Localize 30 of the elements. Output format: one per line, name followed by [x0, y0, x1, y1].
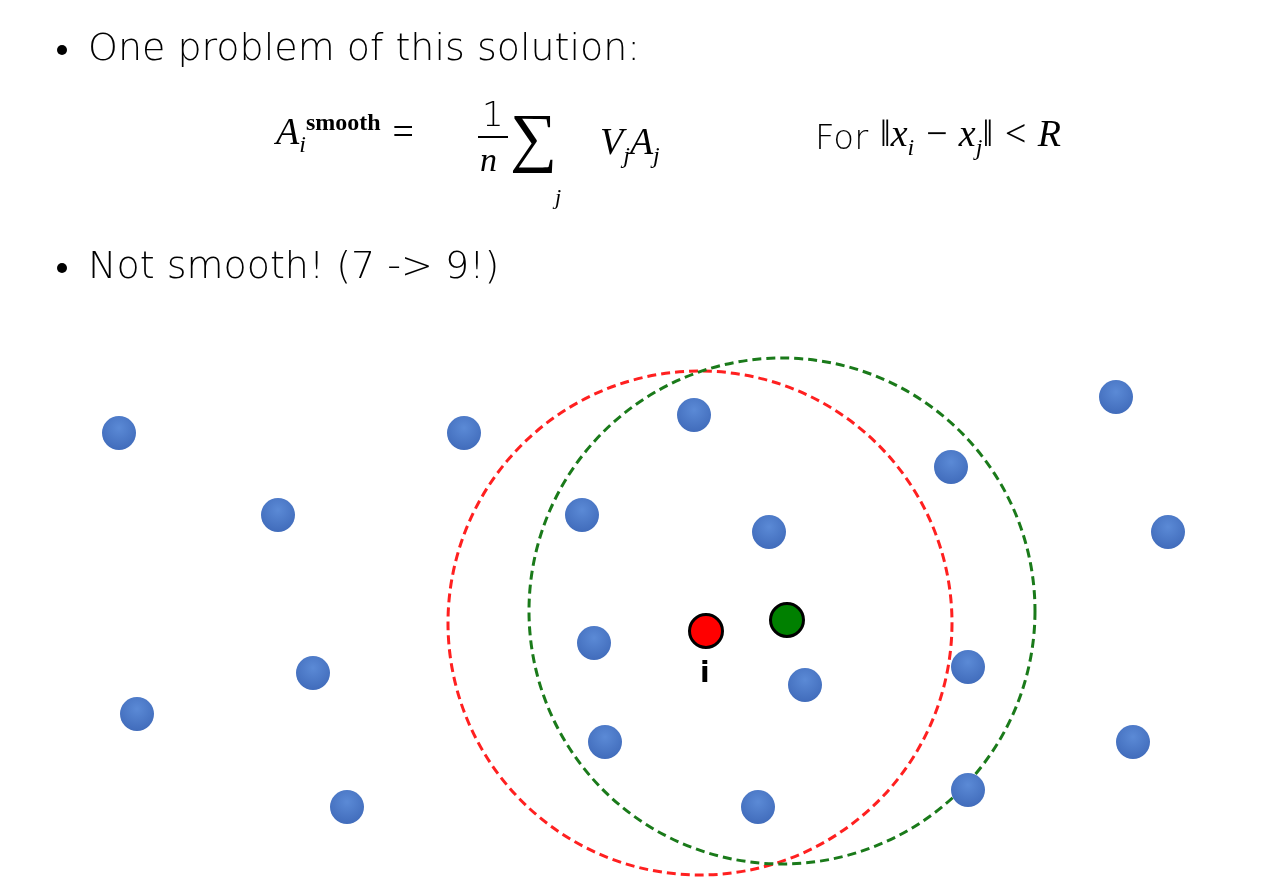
data-point — [330, 790, 364, 824]
highlighted-point — [688, 613, 724, 649]
data-point — [565, 498, 599, 532]
data-point — [934, 450, 968, 484]
data-point — [577, 626, 611, 660]
math-formula: ‖x$_{i}$ − x$_{j}$‖ < R — [880, 114, 1061, 159]
data-point — [588, 725, 622, 759]
data-point — [447, 416, 481, 450]
data-point — [261, 498, 295, 532]
text-label: One problem of this solution: — [88, 28, 641, 66]
data-point — [296, 656, 330, 690]
math-formula: A$_{i}$$^{smooth}$ = — [276, 110, 416, 157]
point-label: i — [700, 659, 710, 687]
math-formula: n — [480, 143, 497, 177]
data-point — [677, 398, 711, 432]
data-point — [752, 515, 786, 549]
text-label: 1 — [482, 97, 504, 131]
data-point — [788, 668, 822, 702]
math-formula: V$_{j}$A$_{j}$ — [600, 122, 660, 167]
data-point — [1151, 515, 1185, 549]
data-point — [741, 790, 775, 824]
data-point — [1116, 725, 1150, 759]
text-label: Not smooth! (7 -> 9!) — [88, 246, 500, 284]
data-point — [102, 416, 136, 450]
text-label: For — [815, 120, 869, 154]
data-point — [120, 697, 154, 731]
data-point — [951, 650, 985, 684]
highlighted-point — [769, 602, 805, 638]
data-point — [1099, 380, 1133, 414]
data-point — [951, 773, 985, 807]
